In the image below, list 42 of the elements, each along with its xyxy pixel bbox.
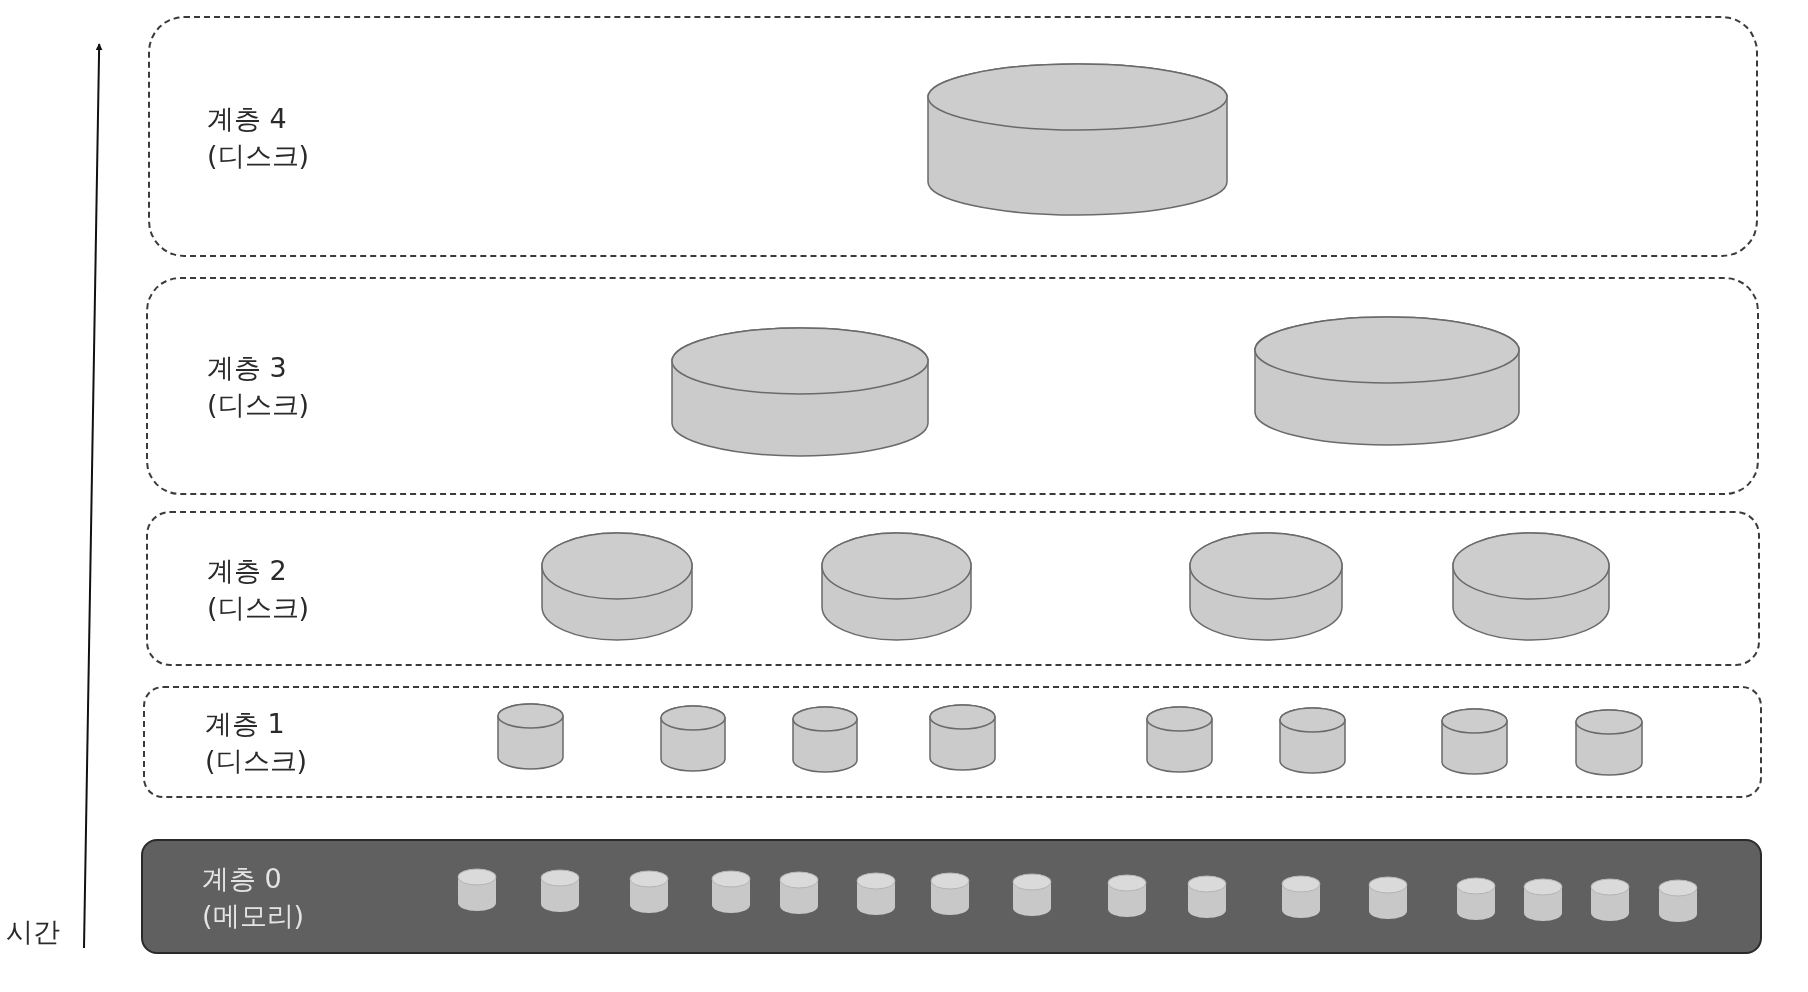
tier-panel bbox=[146, 511, 1760, 666]
tier-panel bbox=[143, 686, 1762, 798]
tier-label: 계층 3 (디스크) bbox=[207, 351, 311, 422]
storage-cylinder bbox=[1254, 316, 1520, 446]
tier-panel bbox=[141, 839, 1762, 954]
storage-cylinder bbox=[1146, 706, 1213, 773]
storage-cylinder bbox=[1368, 876, 1408, 920]
storage-cylinder bbox=[1441, 708, 1508, 775]
storage-cylinder bbox=[1187, 875, 1227, 919]
storage-cylinder bbox=[1189, 532, 1343, 641]
storage-cylinder bbox=[497, 703, 564, 770]
storage-cylinder bbox=[779, 871, 819, 915]
storage-cylinder bbox=[540, 869, 580, 913]
tier-panel bbox=[148, 16, 1758, 257]
storage-cylinder bbox=[1107, 874, 1147, 918]
storage-cylinder bbox=[821, 532, 972, 641]
storage-cylinder bbox=[1575, 709, 1643, 776]
storage-cylinder bbox=[792, 706, 858, 773]
storage-cylinder bbox=[856, 872, 896, 916]
storage-cylinder bbox=[629, 870, 669, 914]
storage-cylinder bbox=[1279, 707, 1346, 774]
storage-cylinder bbox=[671, 327, 929, 457]
tier-label: 계층 0 (메모리) bbox=[202, 861, 306, 933]
tier-panel bbox=[146, 277, 1759, 495]
storage-cylinder bbox=[1658, 879, 1698, 923]
storage-cylinder bbox=[929, 704, 996, 771]
storage-cylinder bbox=[927, 63, 1228, 216]
storage-cylinder bbox=[1590, 878, 1630, 922]
storage-cylinder bbox=[1281, 875, 1321, 919]
storage-cylinder bbox=[541, 532, 693, 641]
axis-label: 시간 bbox=[6, 915, 60, 949]
storage-cylinder bbox=[1452, 532, 1610, 641]
storage-cylinder bbox=[660, 705, 726, 772]
storage-cylinder bbox=[457, 868, 497, 912]
tier-label: 계층 2 (디스크) bbox=[207, 553, 311, 625]
storage-cylinder bbox=[1523, 878, 1563, 922]
tier-label: 계층 1 (디스크) bbox=[205, 707, 309, 778]
storage-cylinder bbox=[711, 870, 751, 914]
storage-cylinder bbox=[1456, 877, 1496, 921]
storage-cylinder bbox=[930, 872, 970, 916]
tier-label: 계층 4 (디스크) bbox=[207, 101, 311, 173]
storage-cylinder bbox=[1012, 873, 1052, 917]
